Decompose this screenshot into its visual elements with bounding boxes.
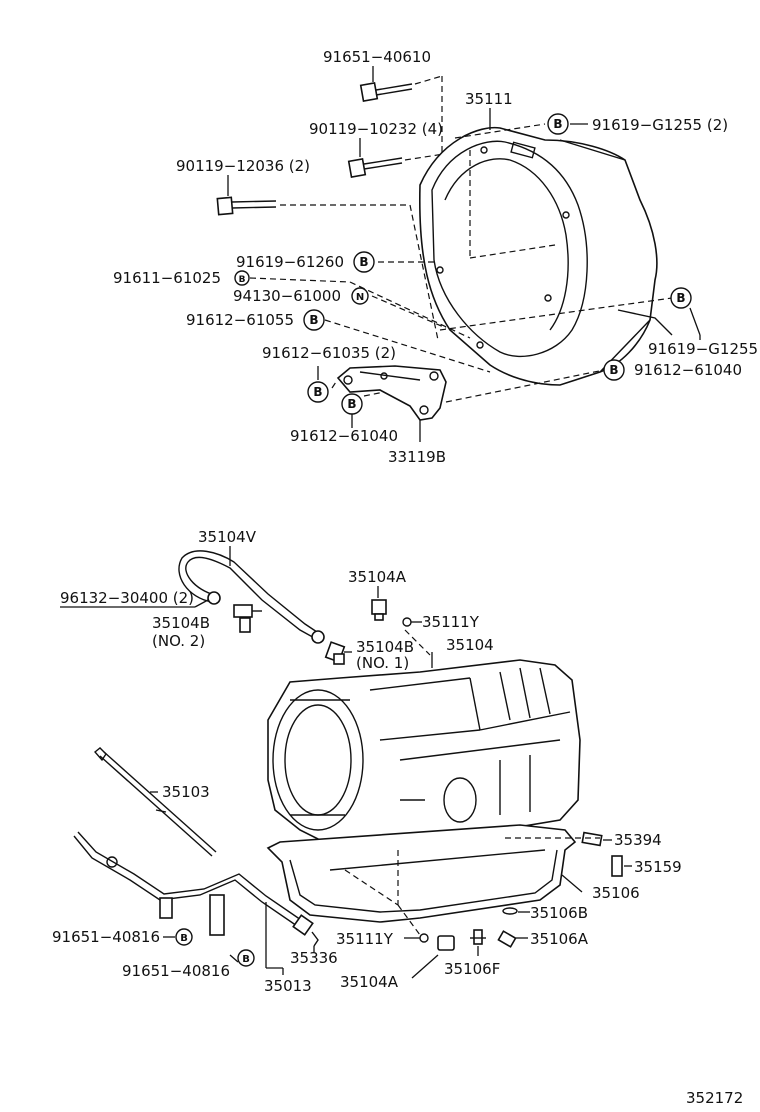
svg-text:B: B: [313, 385, 322, 399]
circle-mark-n-1: N: [351, 287, 369, 305]
label-91651-40816-b: 91651−40816: [122, 962, 230, 980]
label-96132-30400: 96132−30400 (2): [60, 589, 194, 607]
circle-mark-b-3: B: [234, 270, 250, 286]
label-91619-G1255: 91619−G1255: [648, 340, 758, 358]
svg-text:B: B: [309, 313, 318, 327]
hose-35104V: [178, 550, 325, 644]
label-35104B-no1: 35104B: [356, 638, 414, 656]
label-90119-10232: 90119−10232 (4): [309, 120, 443, 138]
label-no1: (NO. 1): [356, 654, 409, 672]
label-91619-61260: 91619−61260: [236, 253, 344, 271]
label-35104A-bottom: 35104A: [340, 973, 399, 991]
circle-mark-b-10: B: [237, 949, 255, 967]
part-35394: [581, 831, 603, 847]
plug-35104A-top: [371, 599, 387, 621]
label-33119B: 33119B: [388, 448, 446, 466]
fitting-35104B-no1: [324, 641, 346, 665]
label-35106A: 35106A: [530, 930, 589, 948]
label-91651-40816-a: 91651−40816: [52, 928, 160, 946]
circle-mark-b-4: B: [303, 309, 325, 331]
svg-text:B: B: [242, 954, 250, 965]
label-35111Y-top: 35111Y: [422, 613, 480, 631]
label-91611-61025: 91611−61025: [113, 269, 221, 287]
label-91612-61055: 91612−61055: [186, 311, 294, 329]
circle-mark-b-2: B: [353, 251, 375, 273]
plug-35106F: [470, 929, 486, 945]
label-35394: 35394: [614, 831, 662, 849]
part-35159: [611, 855, 623, 877]
svg-text:B: B: [239, 275, 246, 285]
svg-text:N: N: [356, 292, 364, 303]
oil-pan-35106: [266, 824, 577, 923]
label-35103: 35103: [162, 783, 210, 801]
transmission-35104: [267, 659, 581, 856]
svg-text:B: B: [359, 255, 368, 269]
label-91612-61040-right: 91612−61040: [634, 361, 742, 379]
diagram-id: 352172: [686, 1089, 743, 1107]
label-35336: 35336: [290, 949, 338, 967]
bolt-91651-40610: [359, 81, 413, 103]
svg-text:B: B: [180, 933, 188, 944]
label-35104B-no2: 35104B: [152, 614, 210, 632]
label-35106: 35106: [592, 884, 640, 902]
label-35013: 35013: [264, 977, 312, 995]
circle-mark-b-6: B: [307, 381, 329, 403]
label-91651-40610: 91651−40610: [323, 48, 431, 66]
dipstick-35103: [93, 747, 217, 857]
label-35106F: 35106F: [444, 960, 500, 978]
svg-text:B: B: [553, 117, 562, 131]
label-90119-12036: 90119−12036 (2): [176, 157, 310, 175]
bellhousing-35111: [418, 126, 673, 386]
circle-mark-b-5: B: [670, 287, 692, 309]
label-94130-61000: 94130−61000: [233, 287, 341, 305]
svg-text:B: B: [676, 291, 685, 305]
circle-mark-b-7: B: [341, 393, 363, 415]
svg-text:B: B: [347, 397, 356, 411]
circle-mark-b-8: B: [603, 359, 625, 381]
bolt-90119-10232: [347, 157, 403, 179]
circle-mark-b-1: B: [547, 113, 569, 135]
label-no2: (NO. 2): [152, 632, 205, 650]
label-91619-G1255-2: 91619−G1255 (2): [592, 116, 728, 134]
label-35111: 35111: [465, 90, 513, 108]
label-91612-61040-left: 91612−61040: [290, 427, 398, 445]
bolt-35106A: [497, 930, 517, 948]
svg-text:B: B: [609, 363, 618, 377]
label-35159: 35159: [634, 858, 682, 876]
bracket-33119B: [336, 365, 447, 421]
circle-mark-b-9: B: [175, 928, 193, 946]
label-91612-61035: 91612−61035 (2): [262, 344, 396, 362]
label-35104: 35104: [446, 636, 494, 654]
label-35111Y-bottom: 35111Y: [336, 930, 394, 948]
tube-35013: [73, 831, 314, 936]
bolt-90119-12036: [216, 196, 277, 216]
label-35106B: 35106B: [530, 904, 588, 922]
label-35104A-top: 35104A: [348, 568, 407, 586]
fitting-35104B-no2: [233, 604, 262, 633]
drain-plug-35104A: [437, 935, 455, 951]
label-35104V: 35104V: [198, 528, 257, 546]
